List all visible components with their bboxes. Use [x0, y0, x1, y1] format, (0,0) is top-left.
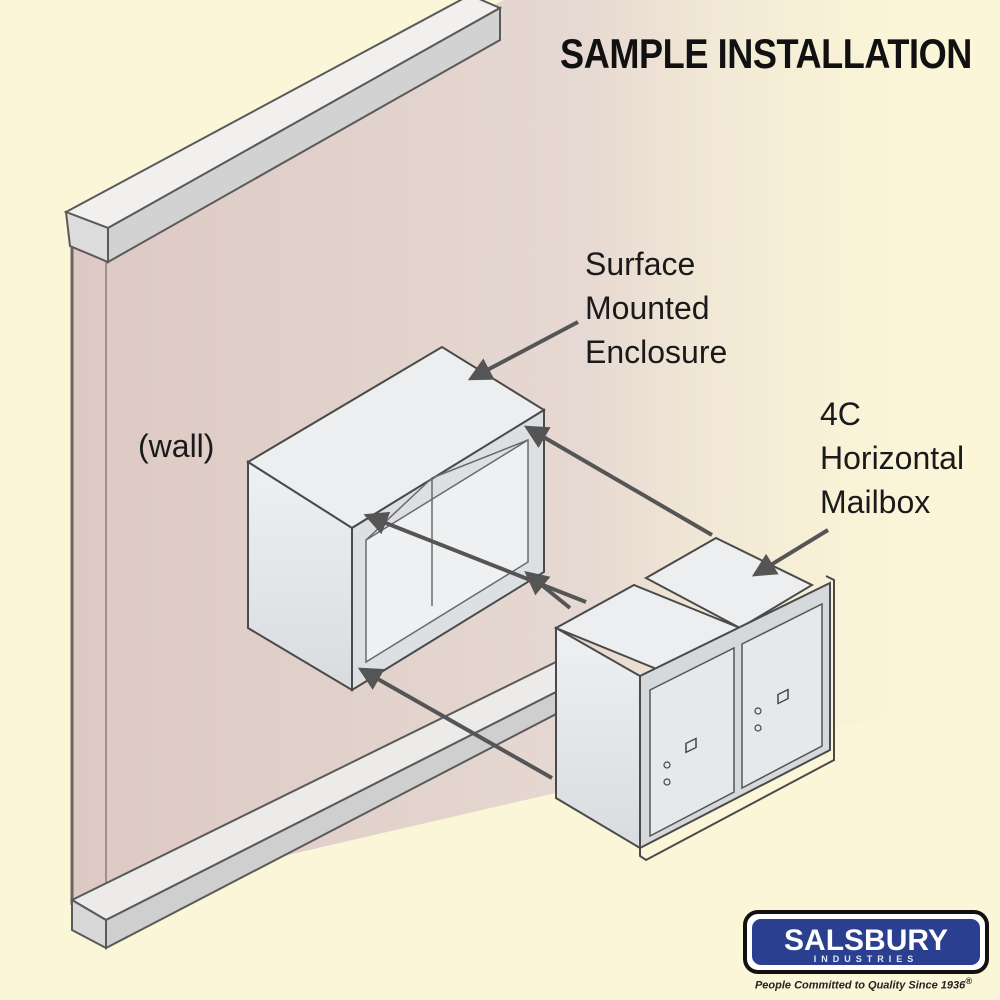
logo-tagline-text: People Committed to Quality Since 1936: [754, 979, 966, 992]
mailbox-label: 4C Horizontal Mailbox: [820, 392, 964, 524]
wall-label-text: (wall): [138, 428, 215, 464]
logo-brand: SALSBURY: [784, 924, 948, 957]
leader-arrows: [357, 320, 830, 780]
enclosure-label-line-1: Surface: [585, 246, 696, 282]
mailbox-label-line-3: Mailbox: [820, 484, 931, 520]
mailbox-label-line-2: Horizontal: [820, 440, 965, 476]
enclosure-label-line-2: Mounted: [585, 290, 710, 326]
wall-label: (wall): [138, 424, 214, 468]
enclosure-label: Surface Mounted Enclosure: [585, 242, 727, 374]
arrow-insert-top: [523, 425, 714, 537]
logo-sub: INDUSTRIES: [814, 954, 919, 964]
enclosure-label-line-3: Enclosure: [585, 334, 728, 370]
page-title: SAMPLE INSTALLATION: [560, 30, 972, 77]
arrow-mailbox-callout: [751, 528, 830, 577]
logo-registered-mark: ®: [965, 976, 972, 986]
arrow-insert-bottom: [357, 667, 553, 780]
arrow-enclosure-callout: [467, 320, 579, 381]
mailbox-label-line-1: 4C: [820, 396, 861, 432]
salsbury-logo: SALSBURY INDUSTRIES: [743, 910, 989, 974]
arrow-insert-right: [524, 570, 572, 610]
mailbox-drawing: [553, 536, 835, 862]
logo-tagline: People Committed to Quality Since 1936®: [755, 976, 972, 992]
enclosure-drawing: [246, 345, 546, 692]
